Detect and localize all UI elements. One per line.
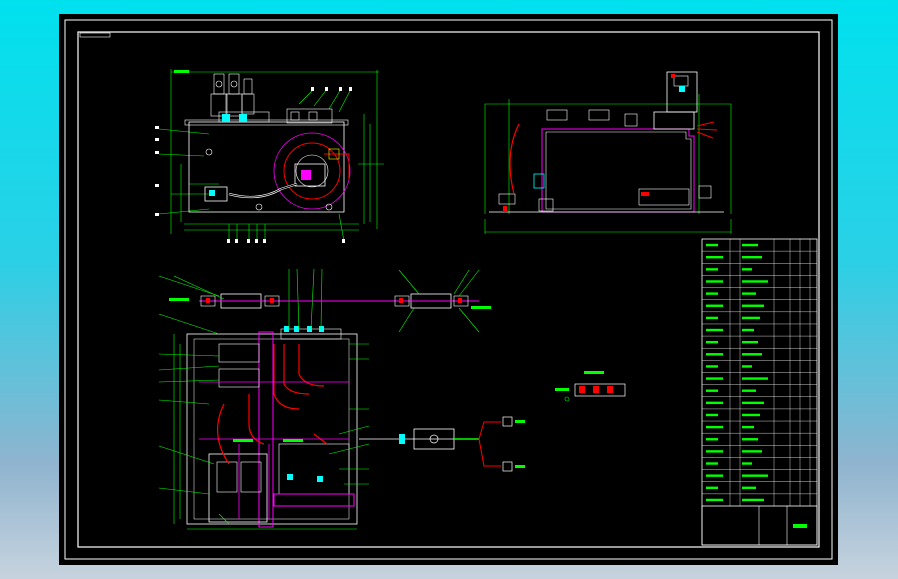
title-block-text-mark [706,462,718,465]
title-block-text-mark [706,328,723,332]
title-block-text-mark [742,365,752,368]
small-detail [555,371,626,402]
title-block-text-mark [706,486,718,489]
title-block-text-mark [742,474,768,477]
title-block-text-mark [706,268,718,271]
title-block-text-mark [706,304,723,307]
title-block-text-mark [742,401,764,405]
title-block-text-mark [706,498,723,502]
sensor-connection [359,416,525,472]
title-block [701,238,818,546]
front-view-callouts [155,87,352,243]
front-view [155,69,384,243]
title-block-text-mark [742,486,756,489]
drawing-sheet [59,14,838,565]
title-block-text-mark [742,256,762,259]
title-block-text-mark [742,377,768,380]
drawing-number-box [79,32,111,38]
title-block-text-mark [742,340,758,344]
title-block-text-mark [742,268,752,271]
title-block-text-mark [742,304,764,307]
title-block-text-mark [742,280,768,283]
title-block-text-mark [706,353,723,356]
title-block-text-mark [742,353,762,356]
plan-view [158,268,370,530]
title-block-text-mark [706,474,723,477]
title-block-text-mark [742,328,754,332]
title-block-text-mark [742,292,756,295]
title-block-text-mark [742,316,760,320]
title-block-text-mark [706,401,723,405]
title-block-text-mark [706,389,718,392]
title-block-text-mark [706,256,723,259]
title-block-text-mark [742,498,764,502]
title-block-text-mark [742,462,752,465]
cad-drawing [64,19,833,560]
title-block-text-mark [742,450,762,453]
front-view-dimensions [158,69,384,242]
title-block-text-mark [706,438,718,441]
title-block-text-mark [742,413,760,417]
coupling-detail-left [158,275,389,309]
title-block-text-mark [706,316,718,320]
title-block-text-mark [706,425,723,429]
inner-border [77,31,820,548]
title-block-text-mark [742,243,758,247]
side-view [484,71,732,234]
title-block-text-mark [742,438,758,441]
title-block-text-mark [742,425,754,429]
coupling-detail-right [389,269,491,333]
title-block-text-mark [706,292,718,295]
title-block-text-mark [706,377,723,380]
title-block-text-mark [706,413,718,417]
title-block-text-mark [706,365,718,368]
title-block-text-mark [706,280,723,283]
title-block-text-mark [742,389,756,392]
title-block-text-mark [706,340,718,344]
title-block-text-mark [706,243,718,247]
outer-border [64,19,833,560]
title-block-text-mark [706,450,723,453]
